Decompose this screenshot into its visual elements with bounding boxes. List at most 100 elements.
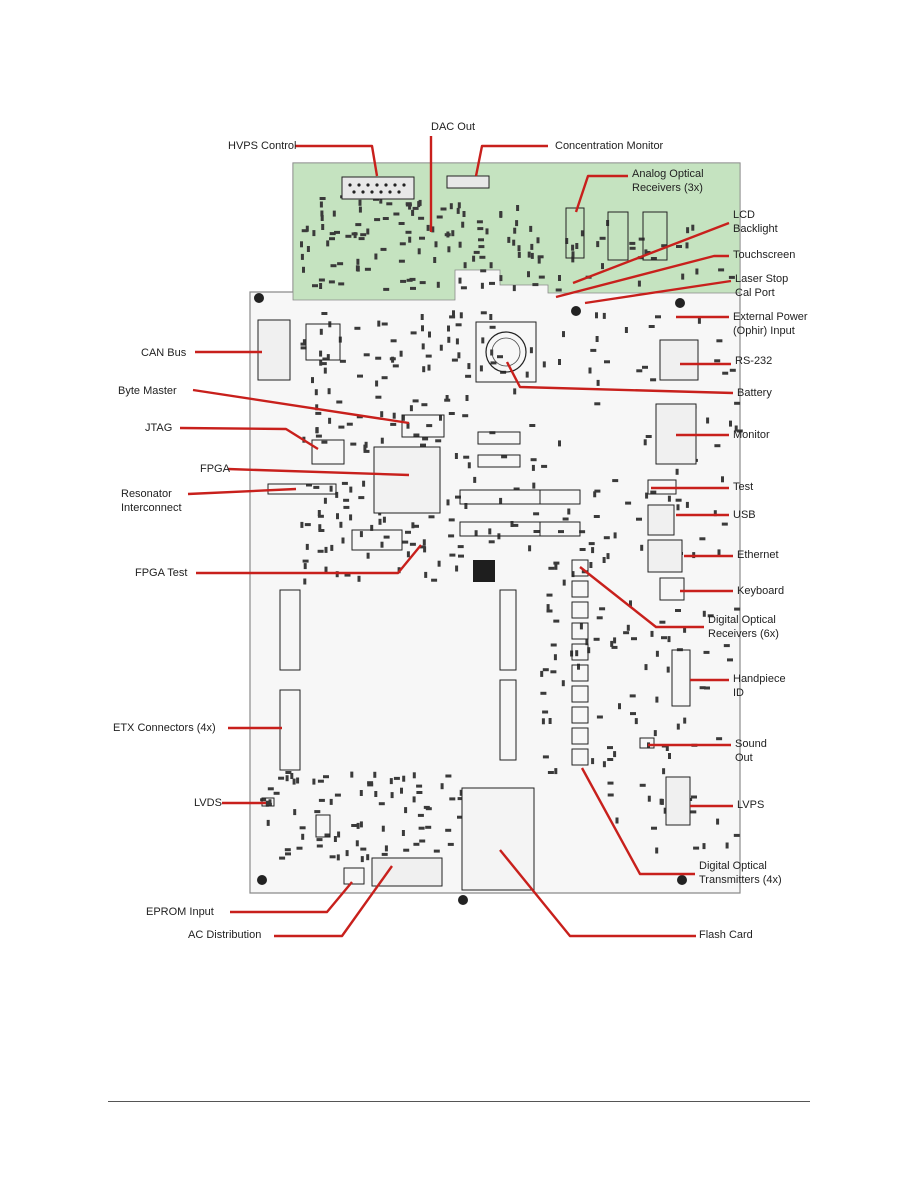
callout-label-usb: USB <box>733 509 756 521</box>
smd-part <box>320 215 324 221</box>
smd-part <box>400 279 407 283</box>
smd-part <box>381 376 388 380</box>
smd-part <box>554 768 558 775</box>
smd-part <box>337 831 341 838</box>
smd-part <box>302 559 309 563</box>
smd-part <box>629 694 636 698</box>
smd-part <box>467 363 471 370</box>
callout-label-handpiece-id: Handpiece <box>733 673 786 685</box>
smd-part <box>489 281 495 285</box>
smd-part <box>273 791 280 795</box>
smd-part <box>685 501 689 508</box>
callout-lvps: LVPS <box>690 799 764 811</box>
smd-part <box>530 458 537 462</box>
smd-part <box>460 286 467 290</box>
callout-etx-connectors: ETX Connectors (4x) <box>113 722 282 734</box>
analog-receiver-2 <box>607 211 629 261</box>
leader-line-jtag <box>179 426 319 451</box>
smd-part <box>436 281 440 288</box>
smd-part <box>462 414 469 418</box>
smd-part <box>548 718 552 724</box>
smd-part <box>303 578 307 585</box>
smd-part <box>419 545 426 549</box>
smd-part <box>480 282 484 289</box>
smd-part <box>472 255 476 262</box>
smd-part <box>314 389 318 396</box>
smd-part <box>324 566 328 573</box>
smd-part <box>314 810 321 814</box>
hvps-connector <box>341 176 415 200</box>
smd-part <box>579 530 586 534</box>
smd-part <box>403 848 410 852</box>
smd-part <box>329 237 335 241</box>
smd-part <box>536 237 540 244</box>
smd-part <box>588 367 592 374</box>
smd-part <box>445 774 452 778</box>
smd-part <box>510 521 514 527</box>
leader-line-resonator-interconnect <box>187 487 297 496</box>
smd-part <box>380 247 387 251</box>
smd-part <box>320 362 327 366</box>
smd-part <box>667 495 671 502</box>
smd-part <box>613 751 617 758</box>
smd-part <box>349 514 353 521</box>
smd-part <box>707 614 714 618</box>
smd-part <box>463 455 470 459</box>
callout-label-byte-master: Byte Master <box>118 385 177 397</box>
smd-part <box>725 842 729 849</box>
smd-part <box>554 563 558 570</box>
smd-part <box>527 251 531 258</box>
smd-part <box>317 510 321 516</box>
smd-part <box>580 230 584 237</box>
smd-part <box>408 203 412 210</box>
smd-part <box>723 644 730 648</box>
smd-part <box>306 483 312 487</box>
smd-part <box>579 623 583 630</box>
smd-part <box>480 269 487 273</box>
smd-part <box>661 636 667 640</box>
smd-part <box>647 795 651 802</box>
smd-part <box>299 826 306 830</box>
smd-part <box>629 246 636 250</box>
smd-part <box>315 434 322 438</box>
smd-part <box>553 654 557 661</box>
smd-part <box>476 220 483 224</box>
smd-part <box>317 779 324 783</box>
smd-part <box>541 464 548 468</box>
smd-part <box>360 233 367 237</box>
connector-pin <box>375 183 379 187</box>
smd-part <box>359 821 363 828</box>
smd-part <box>312 284 318 288</box>
smd-part <box>445 828 452 832</box>
callout-label-digital-optical-transmitters: Digital Optical <box>699 860 767 872</box>
smd-part <box>362 480 366 487</box>
smd-part <box>540 691 547 695</box>
smd-part <box>303 563 307 570</box>
connector-pin <box>357 183 361 187</box>
connector-pin <box>393 183 397 187</box>
optical-port <box>571 748 589 766</box>
smd-part <box>685 242 689 249</box>
smd-part <box>558 440 561 447</box>
smd-part <box>312 230 316 237</box>
smd-part <box>328 417 332 424</box>
smd-part <box>653 730 657 737</box>
leader-line-eprom-input <box>230 881 353 914</box>
smd-part <box>336 854 340 861</box>
smd-part <box>412 796 416 803</box>
smd-part <box>399 350 403 357</box>
leader-line-flash-card <box>499 849 696 938</box>
smd-part <box>604 360 610 364</box>
smd-part <box>596 616 603 620</box>
smd-part <box>356 258 360 265</box>
smd-part <box>637 280 641 287</box>
callout-fpga-test: FPGA Test <box>135 544 422 579</box>
smd-part <box>602 312 606 319</box>
etx-connector-1 <box>279 589 301 671</box>
smd-part <box>479 255 486 259</box>
smd-part <box>260 798 267 802</box>
smd-part <box>402 540 409 544</box>
smd-part <box>446 231 450 238</box>
